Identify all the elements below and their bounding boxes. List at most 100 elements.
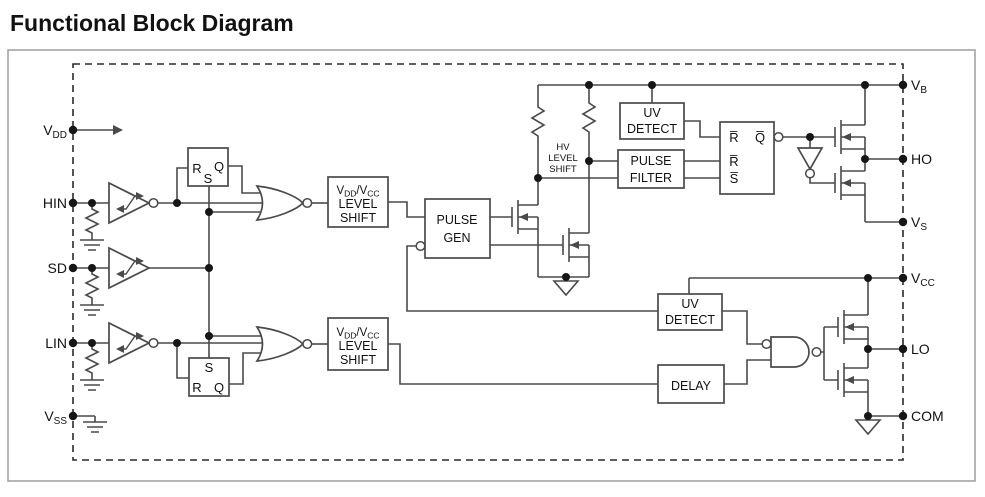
latch-ls-input: S R Q	[188, 357, 230, 397]
lowside-output-mosfet-bottom	[837, 349, 869, 416]
pin-dot-vss	[68, 411, 78, 421]
pin-label-vcc: VCC	[911, 270, 935, 289]
pin-label-sd: SD	[48, 260, 67, 276]
hysteresis-arrow-icon	[136, 192, 144, 200]
latch-r-label: R	[192, 380, 201, 395]
latch-s-label: S	[205, 360, 214, 375]
junction-dot	[864, 412, 872, 420]
pin-label-lo: LO	[911, 341, 930, 357]
nor-gate-low	[255, 325, 305, 363]
level-shift-label: LEVEL	[339, 339, 378, 353]
svg-text:HV: HV	[556, 142, 570, 153]
junction-dot	[864, 274, 872, 282]
highside-inverter	[796, 147, 824, 171]
highside-output-mosfet-bottom	[834, 159, 903, 223]
latch-q-label: Q	[214, 159, 224, 174]
junction-dot	[861, 81, 869, 89]
hin-schmitt-inverter	[108, 181, 151, 225]
pulse-filter-block: PULSE FILTER	[617, 149, 685, 189]
pin-dot-ho	[898, 154, 908, 164]
junction-dot	[861, 155, 869, 163]
pin-dot-hin	[68, 198, 78, 208]
hv-ground-icon	[552, 280, 580, 297]
mosfet-arrow-icon	[842, 133, 851, 141]
wire-uvdetect-high-out	[684, 120, 720, 138]
pin-dot-lo	[898, 344, 908, 354]
pin-label-vss: VSS	[44, 408, 67, 427]
com-ground-icon	[854, 419, 882, 436]
nor2-output-bubble	[302, 338, 313, 350]
junction-dot	[562, 273, 570, 281]
latch-rbar1-label: R̅	[729, 130, 738, 145]
vss-ground-icon	[73, 415, 107, 433]
pin-dot-vdd	[68, 125, 78, 135]
latch-q-label: Q	[214, 380, 224, 395]
svg-text:UV: UV	[643, 106, 661, 120]
wire-nand-out	[821, 326, 838, 381]
sd-schmitt-buffer	[108, 246, 151, 290]
hysteresis-arrow-icon	[116, 345, 124, 353]
junction-dot	[585, 81, 593, 89]
lin-schmitt-inverter	[108, 321, 151, 365]
wire-latch2-q-to-nor2	[228, 352, 263, 385]
nor1-output-bubble	[302, 197, 313, 209]
pin-label-hin: HIN	[43, 195, 67, 211]
pulsegen-input-bubble	[415, 240, 426, 252]
wire-hin-to-latch-r	[176, 167, 188, 203]
junction-dot	[88, 199, 96, 207]
level-shift-label: LEVEL	[339, 197, 378, 211]
latch-sbar-label: S̅	[730, 171, 739, 186]
latch-s-label: S	[204, 171, 213, 186]
shift-label: SHIFT	[340, 211, 376, 225]
lowside-output-mosfet-top	[837, 278, 869, 349]
pin-label-com: COM	[911, 408, 944, 424]
junction-dot	[173, 339, 181, 347]
latch-hs-input: R S Q	[187, 147, 229, 187]
wire-levelshift2-to-delay	[388, 343, 658, 385]
pin-dot-vs	[898, 217, 908, 227]
latch-rbar2-label: R̅	[729, 154, 738, 169]
svg-text:SHIFT: SHIFT	[549, 164, 577, 175]
svg-text:UV: UV	[681, 297, 699, 311]
junction-dot	[864, 345, 872, 353]
pin-dot-sd	[68, 263, 78, 273]
shift-label: SHIFT	[340, 353, 376, 367]
junction-dot	[585, 157, 593, 165]
svg-text:DELAY: DELAY	[671, 379, 712, 393]
svg-text:GEN: GEN	[443, 231, 470, 245]
right-pin-labels: VB HO VS VCC LO COM	[911, 77, 944, 424]
inversion-bubbles	[148, 131, 822, 358]
pin-label-vdd: VDD	[43, 122, 67, 141]
hysteresis-arrow-icon	[136, 257, 144, 265]
hv-levelshift-mosfet-right	[562, 228, 590, 277]
svg-text:DETECT: DETECT	[665, 313, 715, 327]
wire-delay-out	[724, 359, 771, 385]
hysteresis-arrow-icon	[116, 205, 124, 213]
level-shift-vddvcc-label: VDD/VCC	[336, 185, 379, 199]
pin-dot-vcc	[898, 273, 908, 283]
sd-ground-icon	[80, 304, 104, 316]
wire-lin-to-latch-r	[176, 343, 189, 379]
figure-border	[7, 49, 976, 482]
pin-label-lin: LIN	[45, 335, 67, 351]
junction-dot	[534, 174, 542, 182]
nand-output-bubble	[811, 346, 822, 358]
junction-dot	[88, 264, 96, 272]
pin-dot-com	[898, 411, 908, 421]
junction-dot	[806, 133, 814, 141]
hysteresis-arrow-icon	[116, 270, 124, 278]
hin-inverter-bubble	[148, 197, 159, 209]
level-shift-vddvcc-label: VDD/VCC	[336, 327, 379, 341]
vdd-arrowhead-icon	[113, 125, 123, 135]
mosfet-arrow-icon	[570, 241, 579, 249]
latch-qbar-bubble	[773, 131, 784, 143]
svg-text:LEVEL: LEVEL	[548, 153, 578, 164]
delay-block: DELAY	[657, 364, 725, 404]
mosfet-arrow-icon	[519, 213, 528, 221]
junction-dot	[88, 339, 96, 347]
level-shift-block-high: VDD/VCC LEVEL SHIFT	[327, 176, 389, 228]
pin-label-vs: VS	[911, 214, 927, 233]
highside-output-mosfet-top	[834, 85, 866, 159]
